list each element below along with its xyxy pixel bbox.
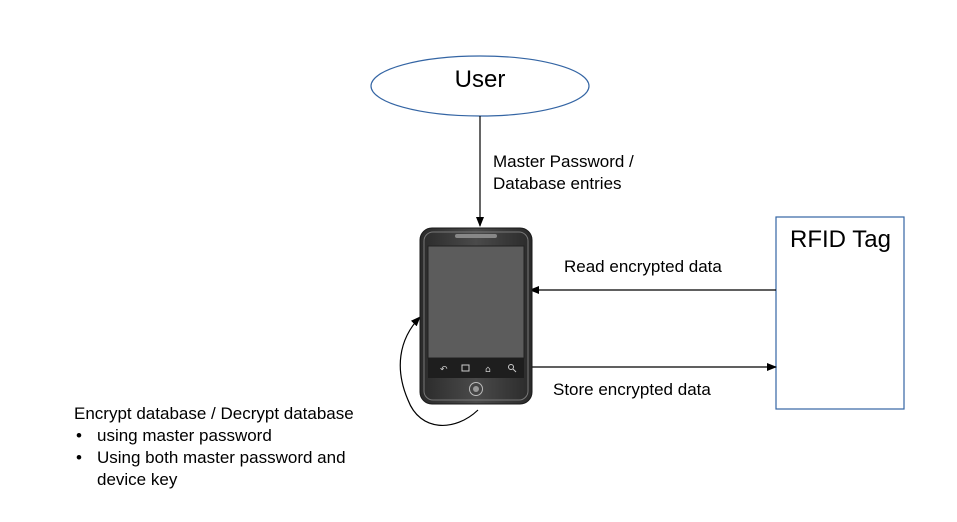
rfid-tag-label: RFID Tag [790, 226, 891, 253]
self-loop-arrow [399, 316, 479, 427]
user-label: User [454, 66, 506, 93]
rfid-tag-node [775, 216, 905, 410]
list-item: Using both master password and [74, 447, 354, 469]
edge-label-store: Store encrypted data [553, 380, 711, 399]
edge-label-user-line2: Database entries [493, 174, 622, 193]
edge-label-read: Read encrypted data [564, 257, 722, 276]
list-item: using master password [74, 425, 354, 447]
self-loop-annotation: Encrypt database / Decrypt database usin… [74, 403, 354, 491]
svg-text:↶: ↶ [440, 365, 448, 375]
self-loop-list: using master password Using both master … [74, 425, 354, 469]
self-loop-heading: Encrypt database / Decrypt database [74, 404, 354, 423]
edge-label-user-line1: Master Password / [493, 152, 634, 171]
list-item-continuation: device key [97, 470, 178, 489]
smartphone-icon: ↶ ⌂ [419, 227, 533, 405]
svg-text:⌂: ⌂ [485, 365, 491, 375]
